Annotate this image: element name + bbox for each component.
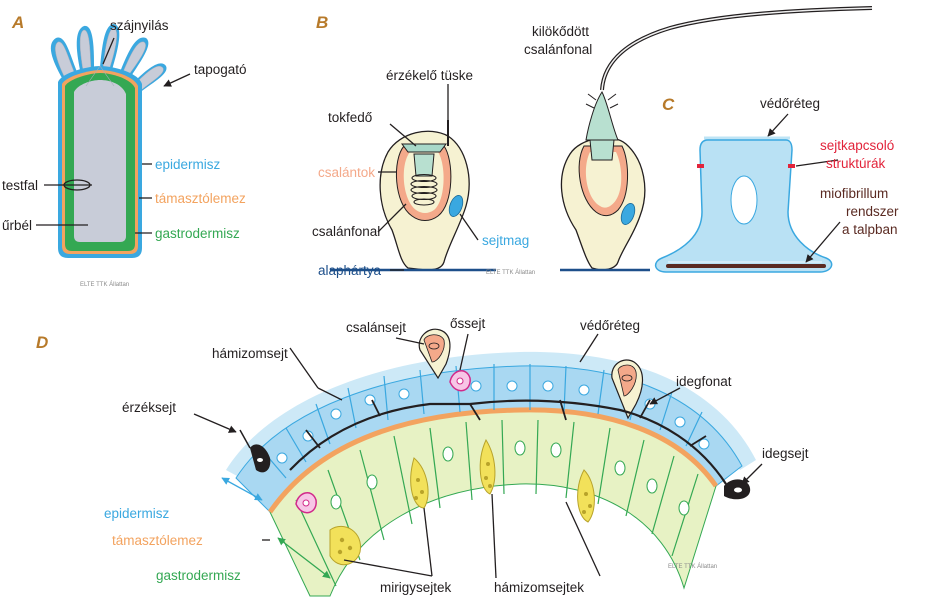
label-vedoreteg-c: védőréteg (760, 96, 820, 111)
junction-right (788, 164, 795, 168)
label-tapogato: tapogató (194, 62, 247, 77)
label-sejtkapcsolo-2: struktúrák (826, 156, 886, 171)
label-kilokodott-2: csalánfonal (524, 42, 592, 57)
nucleus-c (731, 176, 757, 224)
panel-b-letter: B (316, 13, 328, 32)
label-epidermisz-a: epidermisz (155, 157, 221, 172)
panel-c: C védőréteg sejtkapcsoló struktúrák miof… (656, 95, 899, 272)
epitheliomuscular-cell (656, 138, 832, 272)
neuron (724, 479, 750, 499)
label-erzeksejt: érzéksejt (122, 400, 176, 415)
label-csalanfonal: csalánfonal (312, 224, 380, 239)
label-tamasztolemez-a: támasztólemez (155, 191, 246, 206)
label-csalantok: csalántok (318, 165, 375, 180)
label-tokfedo: tokfedő (328, 110, 372, 125)
watermark-d: ELTE TTK Állattan (668, 563, 717, 570)
operculum (402, 144, 446, 152)
stem-cell-top (450, 371, 470, 391)
label-epidermisz-d: epidermisz (104, 506, 170, 521)
label-erzekelo-tuske: érzékelő tüske (386, 68, 473, 83)
label-hamizomsejtek: hámizomsejtek (494, 580, 584, 595)
label-mirigysejtek: mirigysejtek (380, 580, 452, 595)
junction-left (697, 164, 704, 168)
label-miofibrillum-2: rendszer (846, 204, 899, 219)
label-gastrodermisz-a: gastrodermisz (155, 226, 240, 241)
label-hamizomsejt: hámizomsejt (212, 346, 288, 361)
label-csalansejt: csalánsejt (346, 320, 406, 335)
hydra-gastric-cavity (74, 80, 126, 242)
panel-a: A (2, 13, 247, 288)
panel-c-letter: C (662, 95, 675, 114)
label-alaphartya: alaphártya (318, 263, 382, 278)
label-kilokodott-1: kilökődött (532, 24, 589, 39)
watermark-a: ELTE TTK Állattan (80, 281, 129, 288)
panel-a-letter: A (11, 13, 24, 32)
watermark-b: ELTE TTK Állattan (486, 269, 535, 276)
label-idegsejt: idegsejt (762, 446, 809, 461)
hydra-body (51, 24, 167, 258)
label-sejtmag: sejtmag (482, 233, 529, 248)
panel-d-letter: D (36, 333, 48, 352)
stem-cell-bottom (296, 493, 316, 513)
label-tamasztolemez-d: támasztólemez (112, 533, 203, 548)
label-vedoreteg-d: védőréteg (580, 318, 640, 333)
label-miofibrillum-3: a talpban (842, 222, 898, 237)
cnidocyte-undischarged (330, 120, 496, 270)
label-idegfonat: idegfonat (676, 374, 732, 389)
discharged-thread (602, 8, 872, 90)
label-ossejt: őssejt (450, 316, 486, 331)
label-miofibrillum-1: miofibrillum (820, 186, 888, 201)
label-gastrodermisz-d: gastrodermisz (156, 568, 241, 583)
panel-d: D (36, 316, 809, 596)
label-sejtkapcsolo-1: sejtkapcsoló (820, 138, 894, 153)
label-testfal: testfal (2, 178, 38, 193)
label-szajnyilas: szájnyilás (110, 18, 169, 33)
label-urbel: űrbél (2, 218, 32, 233)
